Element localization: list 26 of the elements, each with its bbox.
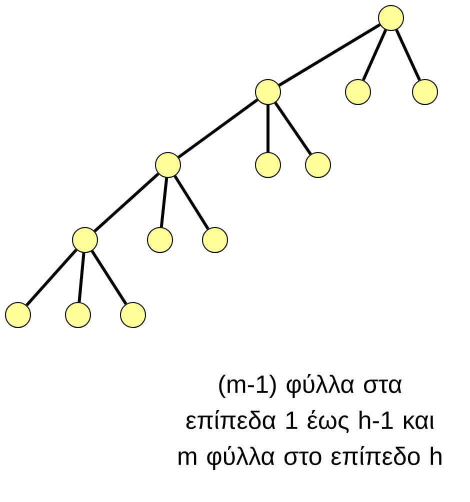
note-text: (m-1) φύλλα στα επίπεδα 1 έως h-1 και m φύλλα στο επίπεδο h (178, 374, 442, 470)
tree-node (72, 227, 98, 253)
tree-edge (266, 105, 270, 152)
tree-edge (362, 29, 388, 81)
tree-node (345, 79, 371, 105)
tree-node (202, 227, 228, 253)
tree-edge (395, 29, 421, 81)
tree-node (255, 152, 281, 178)
tree-node (5, 302, 31, 328)
tree-node (378, 5, 404, 31)
tree-node (120, 302, 146, 328)
tree-node (155, 152, 181, 178)
tree-node (412, 79, 438, 105)
tree-edge (178, 98, 258, 159)
tree-edge (174, 175, 210, 230)
tree-edge (94, 172, 160, 232)
tree-edge (160, 178, 168, 228)
tree-edge (78, 252, 86, 302)
tree-edge (90, 250, 128, 305)
tree-edge (26, 248, 78, 306)
tree-node (147, 227, 173, 253)
tree-node (305, 152, 331, 178)
tree-edge (278, 23, 381, 87)
tree-node (255, 79, 281, 105)
tree-edge (274, 102, 312, 156)
tree-node (65, 302, 91, 328)
